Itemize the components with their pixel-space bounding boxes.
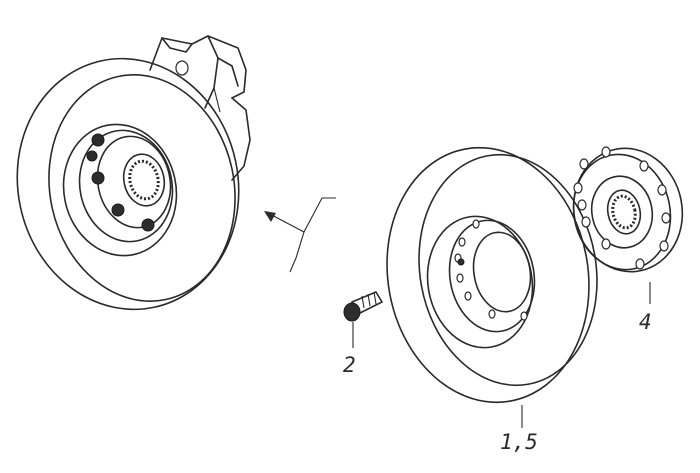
callout-label-disc: 1,5 — [500, 430, 538, 454]
hub-bolt-head — [86, 150, 98, 162]
hub-bolt-head — [111, 203, 125, 217]
hub-bolt-head — [91, 133, 105, 147]
bracket-hole — [175, 60, 189, 76]
arrow-head — [264, 211, 276, 222]
flange-part — [572, 146, 684, 304]
bolt-head — [343, 302, 361, 322]
callout-label-flange: 4 — [639, 310, 652, 334]
free-disc-part — [386, 146, 598, 428]
mounted-disc-assembly — [16, 35, 251, 311]
direction-arrow — [264, 197, 336, 273]
hub-bolt-head — [141, 218, 155, 232]
left-disc-outer-rim — [16, 57, 240, 311]
callout-label-bolt: 2 — [343, 353, 356, 377]
free-disc-bore — [472, 231, 532, 313]
free-disc-recess — [426, 215, 534, 349]
hub-bolt-head — [91, 171, 105, 185]
flange-hub — [590, 175, 654, 249]
spline-teeth — [128, 159, 160, 201]
left-disc-recess — [62, 123, 178, 257]
left-disc-face — [48, 74, 236, 302]
free-disc-outer-rim — [386, 146, 590, 404]
flange-spline-bore — [606, 189, 642, 235]
mounting-bracket — [149, 35, 251, 181]
free-disc-face — [418, 153, 598, 387]
bolt-part — [343, 291, 383, 348]
left-spline-bore — [122, 153, 166, 207]
